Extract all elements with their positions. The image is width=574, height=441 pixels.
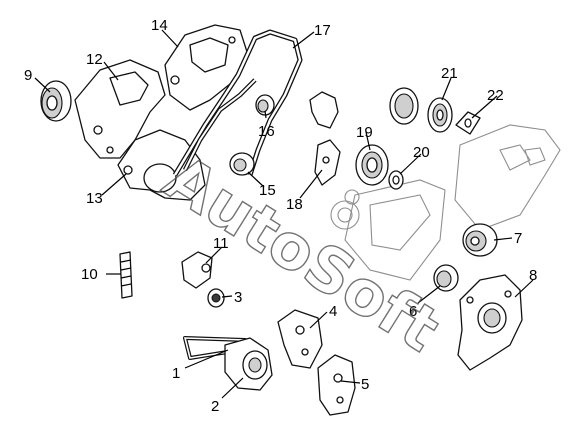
- callout-3: 3: [234, 289, 242, 306]
- part-19-bearing: [355, 144, 389, 186]
- callout-18: 18: [286, 196, 303, 213]
- callout-9: 9: [24, 67, 32, 84]
- callout-21: 21: [441, 65, 458, 82]
- part-22-washer: [455, 111, 481, 135]
- callout-19: 19: [356, 124, 373, 141]
- leader-lines: [34, 29, 534, 399]
- engine-block-outline: [330, 124, 561, 281]
- callout-labels: 1 2 3 4 5 6 7 8 9 10 11 12 13 14 15 16 1…: [24, 17, 537, 415]
- part-14-upper-cover: [164, 24, 249, 111]
- callout-6: 6: [409, 303, 417, 320]
- callout-13: 13: [86, 190, 103, 207]
- part-11-sensor: [181, 251, 213, 289]
- part-21-ring: [427, 97, 453, 133]
- callout-1: 1: [172, 365, 180, 382]
- callout-5: 5: [361, 376, 369, 393]
- callout-22: 22: [487, 87, 504, 104]
- callout-8: 8: [529, 267, 537, 284]
- callout-10: 10: [81, 266, 98, 283]
- part-20-bushing: [388, 170, 404, 190]
- part-3-nut: [207, 288, 225, 308]
- part-15-tensioner: [229, 152, 255, 176]
- part-2-water-pump: [224, 337, 273, 391]
- callout-11: 11: [213, 235, 229, 252]
- part-8-housing: [457, 274, 523, 371]
- part-10-stud: [119, 251, 133, 299]
- part-13-backing-plate: [117, 129, 206, 201]
- callout-7: 7: [514, 230, 522, 247]
- seal-ring: [389, 87, 419, 125]
- part-9-pulley: [40, 80, 72, 122]
- part-12-timing-cover: [74, 59, 166, 159]
- callout-14: 14: [151, 17, 168, 34]
- callout-12: 12: [86, 51, 103, 68]
- part-18-bracket: [309, 91, 341, 186]
- callout-20: 20: [413, 144, 430, 161]
- callout-16: 16: [258, 123, 275, 140]
- part-7-sprocket: [462, 223, 498, 257]
- callout-4: 4: [329, 303, 337, 320]
- callout-2: 2: [211, 398, 219, 415]
- part-6-nut: [433, 264, 459, 292]
- part-17-timing-belt: [172, 29, 303, 177]
- part-5-mount: [317, 354, 356, 416]
- callout-15: 15: [259, 182, 276, 199]
- part-4-bracket: [277, 309, 323, 369]
- callout-17: 17: [314, 22, 331, 39]
